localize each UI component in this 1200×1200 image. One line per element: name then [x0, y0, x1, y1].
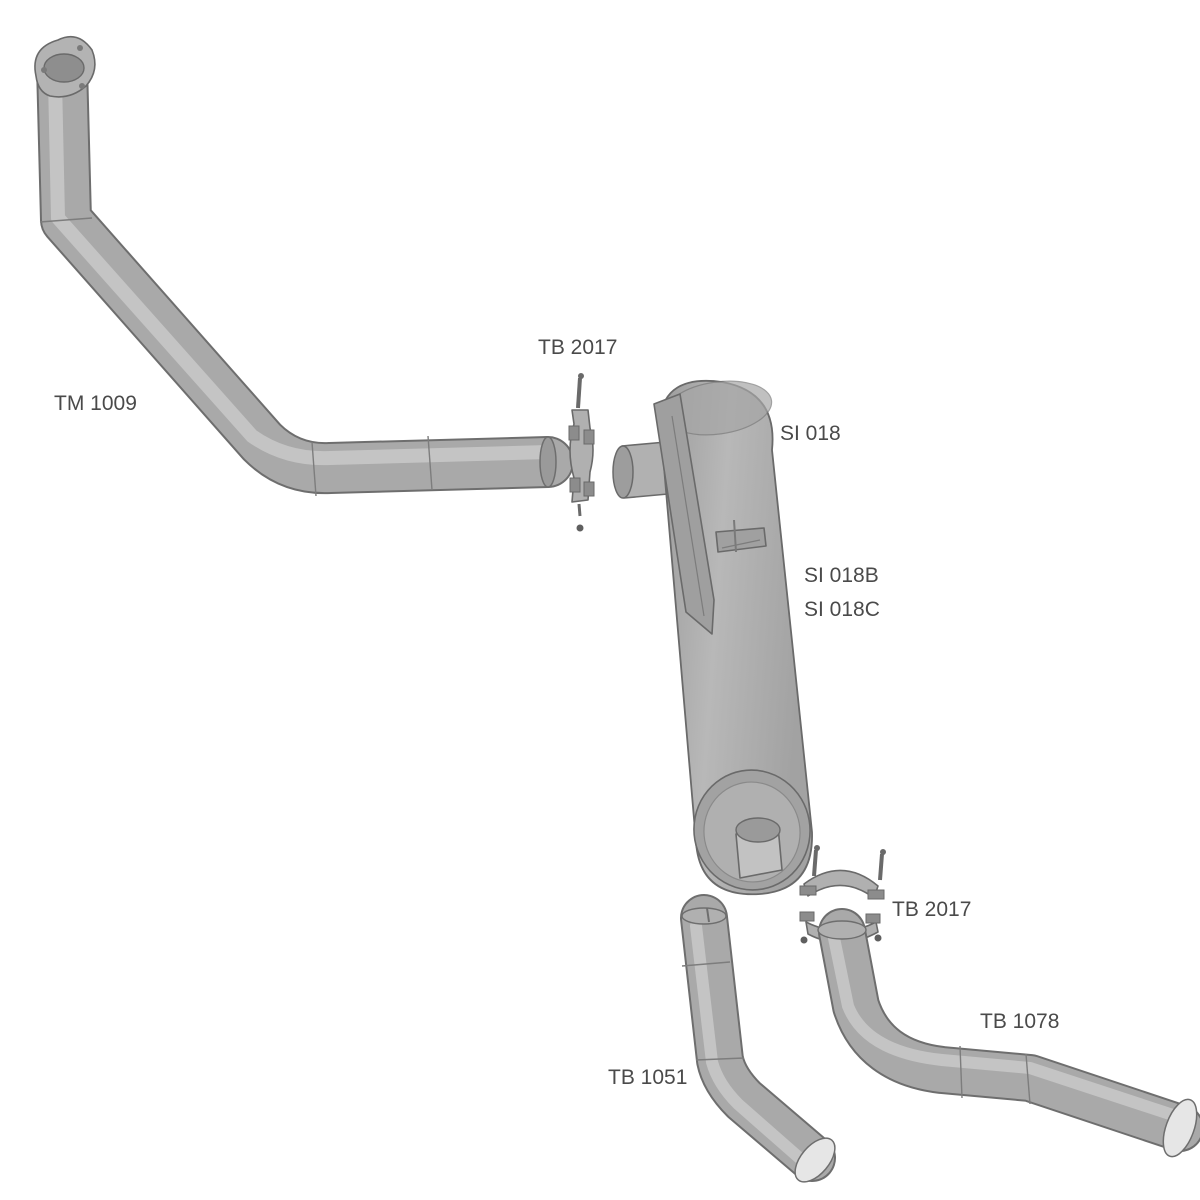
clamp-nut: [874, 934, 882, 942]
tail-pipe-tb1078: [817, 908, 1200, 1158]
tail-pipe-tb1051: [680, 894, 836, 1183]
label-si-018c: SI 018C: [804, 598, 880, 621]
front-pipe-tm1009: [34, 35, 574, 497]
front-pipe-outlet-end: [539, 436, 557, 488]
muffler-mounting-bracket: [653, 393, 715, 635]
label-tm-1009: TM 1009: [54, 392, 137, 415]
clamp-tb2017-top: [568, 373, 595, 532]
muffler-outlet-pipe: [735, 817, 781, 843]
muffler-si018: [612, 380, 813, 896]
clamp-nut: [576, 524, 584, 532]
tail-pipe-left-outlet: [794, 1137, 836, 1183]
label-tb-1078: TB 1078: [980, 1010, 1059, 1033]
inlet-opening: [43, 53, 85, 83]
label-si-018: SI 018: [780, 422, 841, 445]
label-tb-2017-bottom: TB 2017: [892, 898, 971, 921]
label-tb-2017-top: TB 2017: [538, 336, 617, 359]
clamp-nut: [800, 936, 808, 944]
tail-pipe-right-outlet: [1162, 1098, 1198, 1158]
label-si-018b: SI 018B: [804, 564, 879, 587]
label-tb-1051: TB 1051: [608, 1066, 687, 1089]
tail-pipe-left-body: [682, 896, 834, 1180]
